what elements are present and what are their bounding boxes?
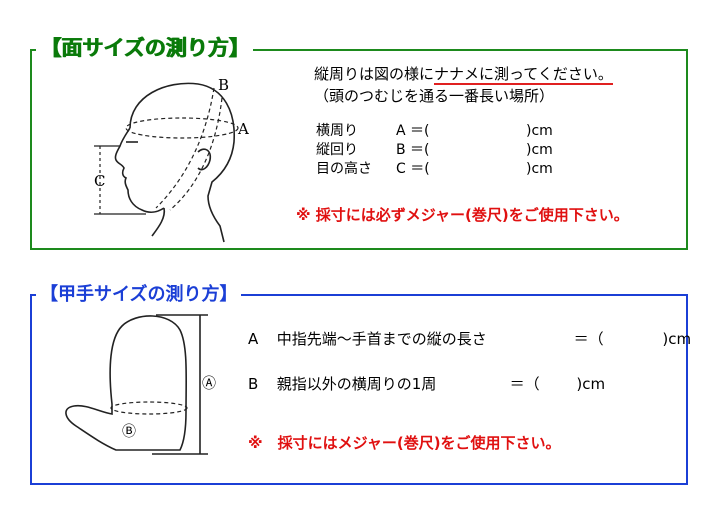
measurement-row: 横周り A ＝( )cm xyxy=(316,123,553,139)
glove-row-a: A 中指先端～手首までの縦の長さ ＝（ )cm xyxy=(248,330,692,348)
label-c: C xyxy=(94,172,105,190)
measurement-row: 目の高さ C ＝( )cm xyxy=(316,161,553,177)
instruction-text: 縦周りは図の様に xyxy=(314,65,435,83)
glove-note: ※ 採寸にはメジャー(巻尺)をご使用下さい。 xyxy=(248,434,561,452)
glove-row-b: B 親指以外の横周りの1周 ＝（ )cm xyxy=(248,375,606,393)
face-instructions: 縦周りは図の様にナナメに測ってください。 （頭のつむじを通る一番長い場所） xyxy=(314,63,613,107)
hand-diagram: Ⓐ Ⓑ xyxy=(65,314,216,455)
face-note: ※ 採寸には必ずメジャー(巻尺)をご使用下さい。 xyxy=(296,206,629,224)
label-b: B xyxy=(218,76,229,94)
glove-section-title: 【甲手サイズの測り方】 xyxy=(36,282,242,308)
instruction-underlined: ナナメに測ってください。 xyxy=(434,65,613,85)
face-section-title: 【面サイズの測り方】 xyxy=(36,33,254,63)
label-a: A xyxy=(237,120,249,138)
glove-section-frame xyxy=(30,294,688,485)
head-diagram: C B A xyxy=(94,76,249,243)
measurement-row: 縦回り B ＝( )cm xyxy=(316,142,553,158)
label-circled-b: Ⓑ xyxy=(122,424,136,440)
instruction-note: （頭のつむじを通る一番長い場所） xyxy=(314,87,555,105)
label-circled-a: Ⓐ xyxy=(202,376,216,392)
face-section-frame xyxy=(30,49,688,250)
face-measurements: 横周り A ＝( )cm 縦回り B ＝( )cm 目の高さ C ＝( )cm xyxy=(316,122,553,179)
